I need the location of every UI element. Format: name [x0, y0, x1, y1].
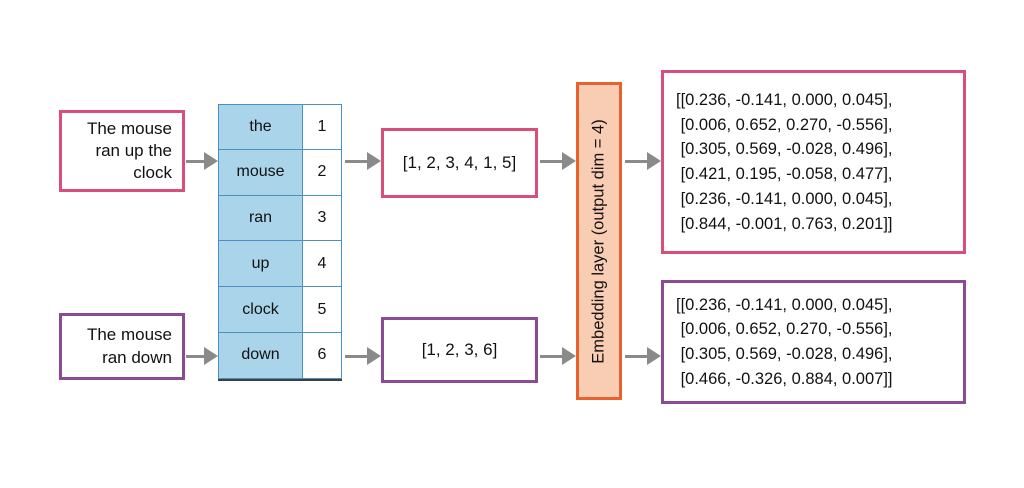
arrow-shaft — [345, 159, 367, 163]
vocab-word: ran — [218, 195, 302, 242]
embedding-layer-label: Embedding layer (output dim = 4) — [589, 118, 608, 364]
arrow-sentence1-to-table — [186, 152, 218, 170]
vocab-index: 3 — [302, 195, 342, 242]
table-row: down 6 — [218, 332, 342, 379]
vocab-word: mouse — [218, 149, 302, 196]
arrow-shaft — [625, 354, 647, 358]
table-row: clock 5 — [218, 287, 342, 333]
table-row: mouse 2 — [218, 149, 342, 196]
vocab-index: 2 — [302, 149, 342, 196]
arrow-shaft — [540, 354, 562, 358]
embedding-layer-block: Embedding layer (output dim = 4) — [576, 82, 622, 400]
vocab-index: 1 — [302, 104, 342, 150]
arrow-shaft — [186, 354, 204, 358]
vocab-index: 6 — [302, 332, 342, 379]
arrow-head — [562, 347, 576, 365]
arrow-head — [562, 152, 576, 170]
arrow-sequence2-to-embedding — [540, 347, 576, 365]
vocab-word: down — [218, 332, 302, 379]
vocab-index: 5 — [302, 287, 342, 333]
arrow-head — [647, 152, 661, 170]
arrow-head — [204, 347, 218, 365]
arrow-head — [367, 347, 381, 365]
token-id-sequence-1: [1, 2, 3, 4, 1, 5] — [381, 128, 538, 198]
vocabulary-table: the 1 mouse 2 ran 3 up 4 clock 5 down 6 — [218, 104, 342, 381]
arrow-table-to-sequence1 — [345, 152, 381, 170]
arrow-head — [647, 347, 661, 365]
arrow-embedding-to-matrix1 — [625, 152, 661, 170]
arrow-head — [204, 152, 218, 170]
token-id-sequence-2: [1, 2, 3, 6] — [381, 317, 538, 383]
output-embedding-matrix-1: [[0.236, -0.141, 0.000, 0.045], [0.006, … — [661, 70, 966, 254]
arrow-shaft — [186, 159, 204, 163]
arrow-shaft — [625, 159, 647, 163]
table-row: the 1 — [218, 104, 342, 150]
table-row: ran 3 — [218, 195, 342, 242]
arrow-sequence1-to-embedding — [540, 152, 576, 170]
arrow-shaft — [345, 354, 367, 358]
output-embedding-matrix-2: [[0.236, -0.141, 0.000, 0.045], [0.006, … — [661, 280, 966, 404]
arrow-sentence2-to-table — [186, 347, 218, 365]
input-sentence-1: The mouse ran up the clock — [59, 110, 185, 192]
table-row: up 4 — [218, 241, 342, 288]
arrow-table-to-sequence2 — [345, 347, 381, 365]
arrow-embedding-to-matrix2 — [625, 347, 661, 365]
arrow-shaft — [540, 159, 562, 163]
vocab-word: the — [218, 104, 302, 150]
arrow-head — [367, 152, 381, 170]
vocab-word: clock — [218, 287, 302, 333]
vocab-index: 4 — [302, 241, 342, 288]
vocab-word: up — [218, 241, 302, 288]
input-sentence-2: The mouse ran down — [59, 313, 185, 380]
